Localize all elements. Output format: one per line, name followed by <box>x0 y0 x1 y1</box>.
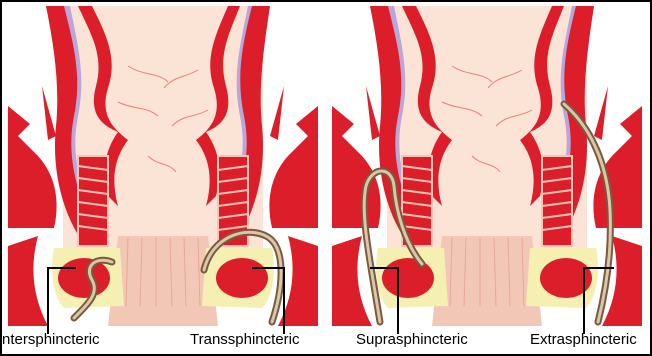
label-transsphincteric: Transsphincteric <box>190 331 299 349</box>
label-extrasphincteric: Extrasphincteric <box>530 331 637 349</box>
label-suprasphincteric: Suprasphincteric <box>356 331 468 349</box>
label-intersphincteric: ntersphincteric <box>2 331 100 349</box>
